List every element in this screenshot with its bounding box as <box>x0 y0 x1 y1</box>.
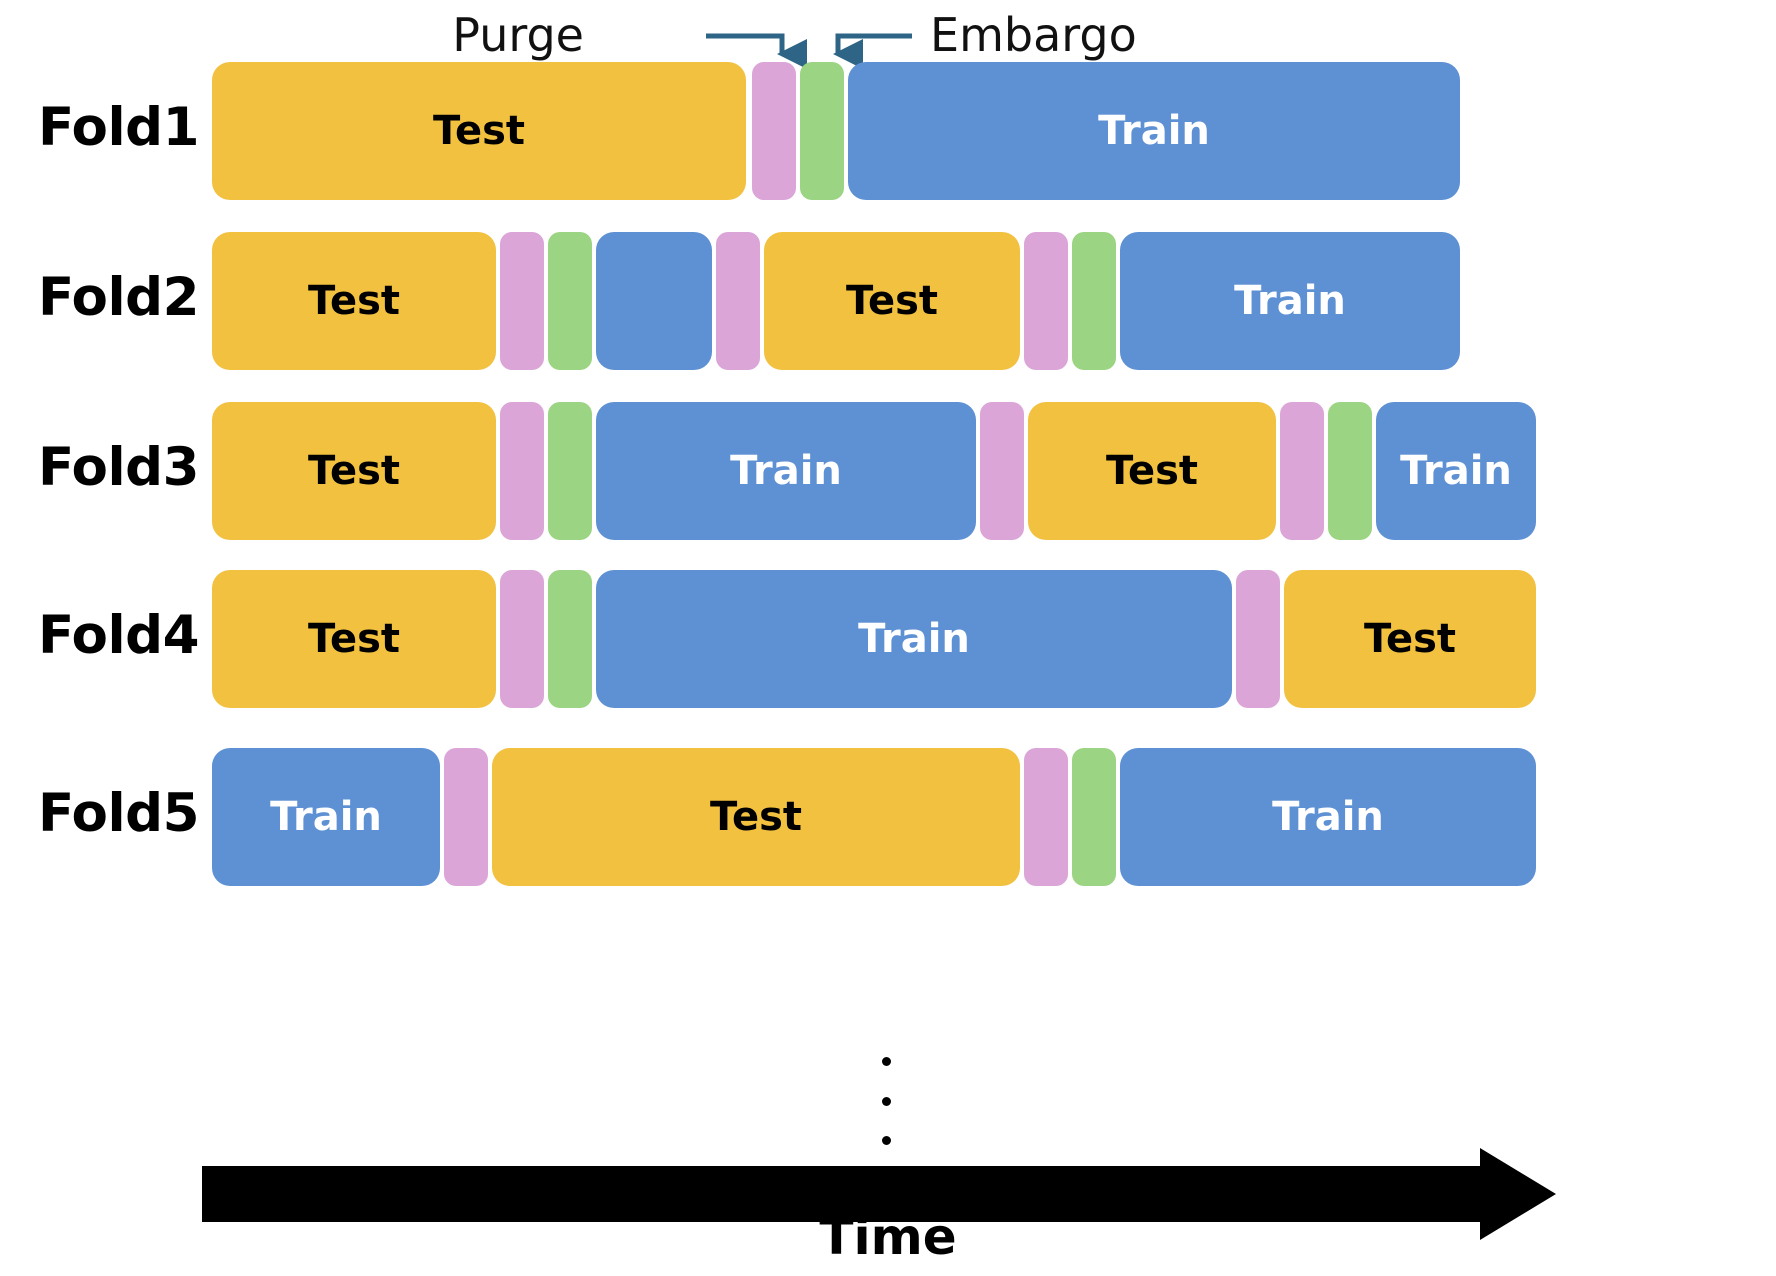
fold2-segment-train-9: Train <box>1120 232 1460 370</box>
segment-label: Test <box>1363 616 1457 662</box>
fold5-segment-test-3: Test <box>492 748 1020 886</box>
fold3-segment-train-4: Train <box>596 402 976 540</box>
fold4-segment-embargo-3 <box>548 570 592 708</box>
fold4-segment-train-4: Train <box>596 570 1232 708</box>
fold5-segment-purge-2 <box>444 748 488 886</box>
fold2-segment-test-6: Test <box>764 232 1020 370</box>
embargo-arrow <box>833 33 912 69</box>
segment-label: Test <box>432 108 526 154</box>
segment-label: Train <box>270 794 382 840</box>
fold2-segment-purge-2 <box>500 232 544 370</box>
segment-label: Train <box>858 616 970 662</box>
segment-label: Test <box>307 448 401 494</box>
fold2-segment-train-4 <box>596 232 712 370</box>
embargo-annotation-label: Embargo <box>930 8 1137 62</box>
fold3-segment-purge-7 <box>1280 402 1324 540</box>
more-folds-ellipsis-icon <box>880 1057 892 1145</box>
fold-row-label-4: Fold4 <box>38 605 199 666</box>
fold5-segment-train-1: Train <box>212 748 440 886</box>
segment-label: Test <box>709 794 803 840</box>
fold4-segment-purge-5 <box>1236 570 1280 708</box>
segment-label: Train <box>1098 108 1210 154</box>
fold-row-label-1: Fold1 <box>38 97 199 158</box>
fold4-segment-test-1: Test <box>212 570 496 708</box>
fold3-segment-embargo-3 <box>548 402 592 540</box>
fold3-segment-test-1: Test <box>212 402 496 540</box>
purge-annotation-label: Purge <box>452 8 584 62</box>
fold3-segment-embargo-8 <box>1328 402 1372 540</box>
segment-label: Test <box>845 278 939 324</box>
segment-label: Train <box>730 448 842 494</box>
segment-label: Test <box>307 278 401 324</box>
fold2-segment-embargo-8 <box>1072 232 1116 370</box>
fold3-segment-test-6: Test <box>1028 402 1276 540</box>
fold3-segment-purge-2 <box>500 402 544 540</box>
fold2-segment-purge-7 <box>1024 232 1068 370</box>
purge-arrow <box>706 33 807 69</box>
fold1-segment-test-1: Test <box>212 62 746 200</box>
fold3-segment-purge-5 <box>980 402 1024 540</box>
fold-row-label-2: Fold2 <box>38 267 199 328</box>
fold5-segment-purge-4 <box>1024 748 1068 886</box>
fold4-segment-test-6: Test <box>1284 570 1536 708</box>
fold1-segment-purge-2 <box>752 62 796 200</box>
segment-label: Train <box>1272 794 1384 840</box>
fold3-segment-train-9: Train <box>1376 402 1536 540</box>
fold-row-label-3: Fold3 <box>38 437 199 498</box>
segment-label: Test <box>307 616 401 662</box>
fold5-segment-embargo-5 <box>1072 748 1116 886</box>
time-axis-label: Time <box>819 1208 957 1266</box>
fold4-segment-purge-2 <box>500 570 544 708</box>
segment-label: Train <box>1234 278 1346 324</box>
fold5-segment-train-6: Train <box>1120 748 1536 886</box>
fold1-segment-embargo-3 <box>800 62 844 200</box>
time-axis-arrow <box>202 1148 1556 1240</box>
fold2-segment-purge-5 <box>716 232 760 370</box>
segment-label: Test <box>1105 448 1199 494</box>
segment-label: Train <box>1400 448 1512 494</box>
fold2-segment-test-1: Test <box>212 232 496 370</box>
fold-row-label-5: Fold5 <box>38 783 199 844</box>
fold2-segment-embargo-3 <box>548 232 592 370</box>
fold1-segment-train-4: Train <box>848 62 1460 200</box>
